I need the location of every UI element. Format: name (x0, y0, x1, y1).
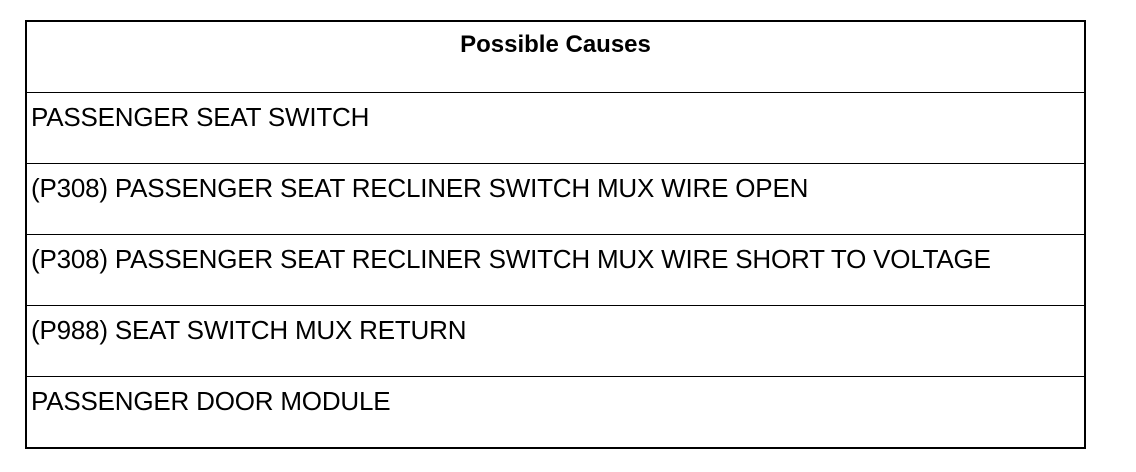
possible-causes-table: Possible Causes PASSENGER SEAT SWITCH (P… (25, 20, 1086, 449)
table-row: PASSENGER SEAT SWITCH (27, 93, 1084, 164)
table-header-row: Possible Causes (27, 22, 1084, 93)
table-row: (P988) SEAT SWITCH MUX RETURN (27, 306, 1084, 377)
cause-cell: (P308) PASSENGER SEAT RECLINER SWITCH MU… (31, 173, 809, 203)
cause-cell: (P308) PASSENGER SEAT RECLINER SWITCH MU… (31, 244, 991, 274)
cause-cell: PASSENGER SEAT SWITCH (31, 102, 370, 132)
table-header: Possible Causes (460, 31, 651, 58)
cause-cell: PASSENGER DOOR MODULE (31, 386, 391, 416)
table-row: (P308) PASSENGER SEAT RECLINER SWITCH MU… (27, 235, 1084, 306)
table-row: PASSENGER DOOR MODULE (27, 377, 1084, 448)
table-row: (P308) PASSENGER SEAT RECLINER SWITCH MU… (27, 164, 1084, 235)
cause-cell: (P988) SEAT SWITCH MUX RETURN (31, 315, 467, 345)
